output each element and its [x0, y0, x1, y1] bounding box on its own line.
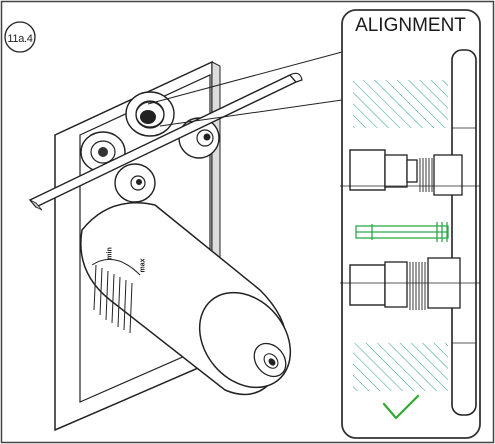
alignment-rod-detail — [355, 222, 449, 242]
step-number-badge — [4, 21, 36, 53]
check-icon — [382, 394, 420, 420]
wall-hatch-bottom — [353, 343, 448, 391]
alignment-rod — [28, 72, 303, 211]
zoom-highlight — [135, 101, 165, 129]
fitting-upper — [340, 149, 480, 196]
thermostatic-cartridge — [80, 202, 292, 396]
fitting-lower — [340, 257, 480, 310]
cartridge-min-label: min — [106, 247, 114, 260]
cartridge-max-label: max — [139, 258, 147, 273]
finish-plate — [451, 49, 477, 416]
valve-port-center — [114, 163, 156, 203]
wall-hatch-top — [353, 80, 448, 128]
leader-line-bottom — [159, 99, 343, 127]
step-number: 11a.4 — [7, 33, 33, 45]
panel-title: ALIGNMENT — [355, 15, 466, 36]
valve-port-top — [125, 91, 175, 137]
leader-line-top — [147, 51, 343, 105]
